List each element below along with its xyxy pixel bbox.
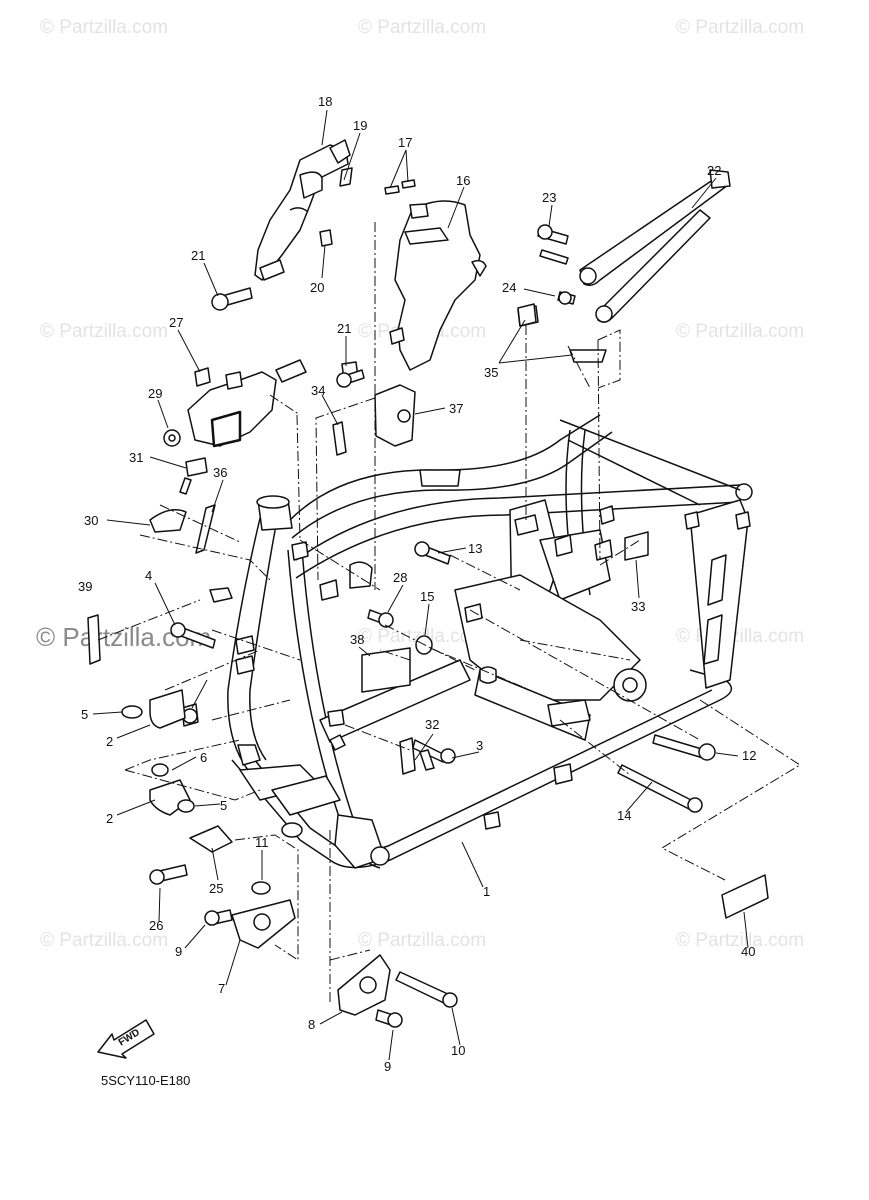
callout-20: 20 — [310, 280, 324, 295]
callout-16: 16 — [456, 173, 470, 188]
callout-31: 31 — [129, 450, 143, 465]
callout-38: 38 — [350, 632, 364, 647]
callout-2: 2 — [106, 734, 113, 749]
main-frame — [209, 414, 753, 869]
callout-28: 28 — [393, 570, 407, 585]
callout-15: 15 — [420, 589, 434, 604]
diagram-code: 5SCY110-E180 — [101, 1073, 190, 1088]
callout-33: 33 — [631, 599, 645, 614]
watermark-layer: © Partzilla.com © Partzilla.com © Partzi… — [36, 17, 804, 951]
forward-direction-arrow: FWD — [97, 1019, 155, 1059]
callout-5: 5 — [220, 798, 227, 813]
callout-1: 1 — [483, 884, 490, 899]
callout-29: 29 — [148, 386, 162, 401]
callout-6: 6 — [200, 750, 207, 765]
watermark: © Partzilla.com — [676, 626, 804, 647]
decals — [87, 303, 769, 919]
callout-11: 11 — [255, 835, 269, 850]
callout-37: 37 — [449, 401, 463, 416]
rear-stay — [517, 169, 731, 363]
callout-26: 26 — [149, 918, 163, 933]
callout-19: 19 — [353, 118, 367, 133]
leader-lines — [97, 222, 801, 1005]
callout-18: 18 — [318, 94, 332, 109]
callout-24: 24 — [502, 280, 516, 295]
callout-9: 9 — [175, 944, 182, 959]
callout-36: 36 — [213, 465, 227, 480]
callout-23: 23 — [542, 190, 556, 205]
callout-9: 9 — [384, 1059, 391, 1074]
callout-12: 12 — [742, 748, 756, 763]
callout-8: 8 — [308, 1017, 315, 1032]
callout-21: 21 — [337, 321, 351, 336]
callout-35: 35 — [484, 365, 498, 380]
watermark: © Partzilla.com — [358, 930, 486, 951]
callout-leaders — [92, 109, 749, 1061]
callout-14: 14 — [617, 808, 631, 823]
callout-17: 17 — [398, 135, 412, 150]
meter-bracket-assembly — [254, 139, 353, 281]
watermark: © Partzilla.com — [40, 930, 168, 951]
callout-4: 4 — [145, 568, 152, 583]
callout-21: 21 — [191, 248, 205, 263]
fasteners — [121, 249, 716, 1028]
callout-10: 10 — [451, 1043, 465, 1058]
callout-22: 22 — [707, 163, 721, 178]
left-bracket-assembly — [149, 359, 307, 554]
callout-numbers: 1 2 2 3 4 5 5 6 7 8 9 9 10 11 12 13 14 1… — [78, 94, 756, 1074]
watermark: © Partzilla.com — [676, 17, 804, 38]
callout-3: 3 — [476, 738, 483, 753]
watermark: © Partzilla.com — [40, 17, 168, 38]
watermark: © Partzilla.com — [676, 321, 804, 342]
callout-5: 5 — [81, 707, 88, 722]
watermark: © Partzilla.com — [358, 17, 486, 38]
callout-27: 27 — [169, 315, 183, 330]
callout-13: 13 — [468, 541, 482, 556]
callout-34: 34 — [311, 383, 325, 398]
watermark: © Partzilla.com — [676, 930, 804, 951]
callout-7: 7 — [218, 981, 225, 996]
callout-39: 39 — [78, 579, 92, 594]
callout-40: 40 — [741, 944, 755, 959]
side-cover — [384, 179, 487, 371]
callout-30: 30 — [84, 513, 98, 528]
watermark: © Partzilla.com — [40, 321, 168, 342]
callout-32: 32 — [425, 717, 439, 732]
callout-2: 2 — [106, 811, 113, 826]
callout-25: 25 — [209, 881, 223, 896]
